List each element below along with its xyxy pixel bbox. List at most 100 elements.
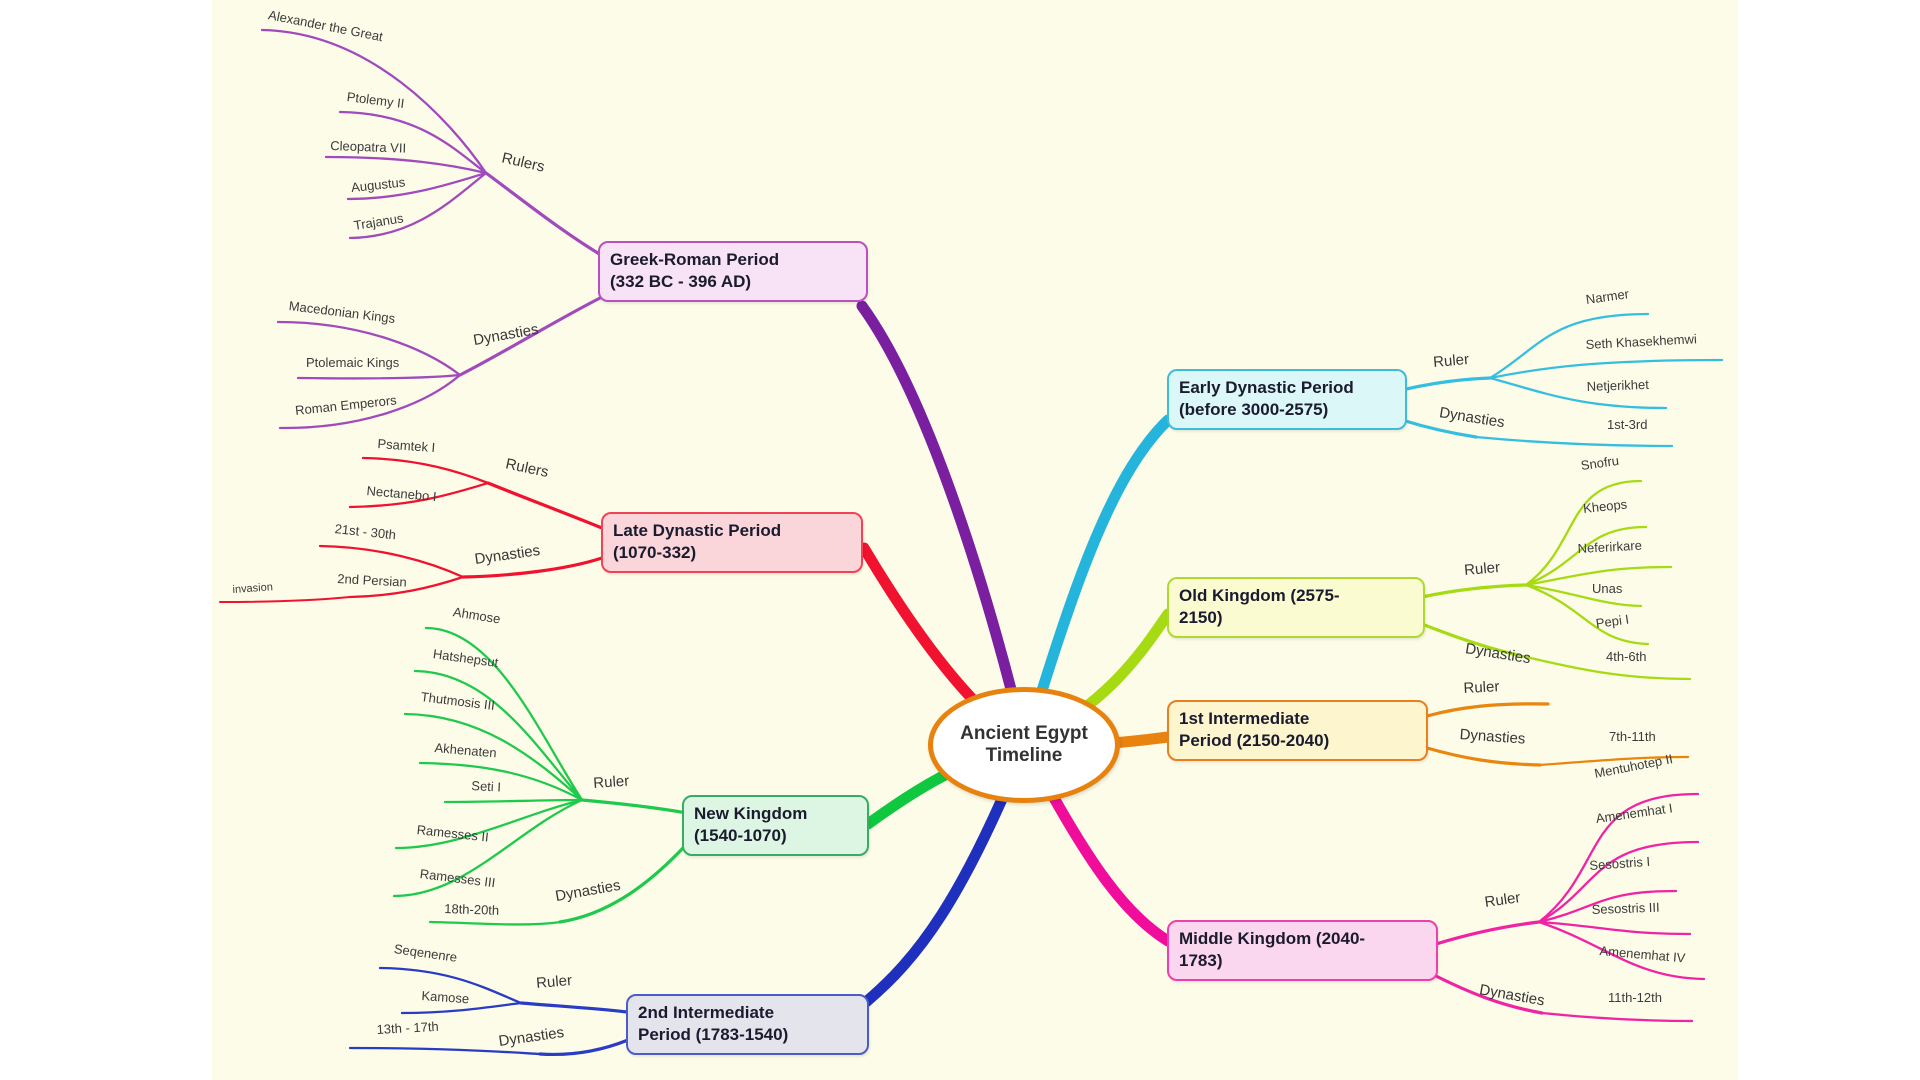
period-box-line: (1070-332) [613,543,697,563]
period-box-line: 2150) [1179,608,1223,628]
period-box-early-dynastic[interactable]: Early Dynastic Period (before 3000-2575) [1167,369,1407,430]
dynasty-item[interactable]: 18th-20th [444,901,500,918]
period-box-middle-kingdom[interactable]: Middle Kingdom (2040- 1783) [1167,920,1438,981]
branch-late-dynastic-connectors [219,456,1031,751]
leaf-connector [276,320,462,377]
leaf-connector [1537,889,1678,924]
ruler-item[interactable]: Netjerikhet [1586,376,1650,395]
new-kingdom-ruler-label[interactable]: Ruler [592,772,630,793]
dynasty-item[interactable]: 7th-11th [1609,729,1656,744]
group-connector [1420,622,1520,657]
period-box-line: 2nd Intermediate [638,1003,775,1022]
period-box-line: Late Dynastic Period [613,521,782,540]
ruler-item[interactable]: Seti I [471,778,502,795]
group-connector [580,798,683,814]
period-box-new-kingdom[interactable]: New Kingdom(1540-1070) [682,795,869,856]
leaf-connector [424,626,584,802]
leaf-connector [348,575,465,599]
group-connector [484,171,608,260]
leaf-connector [418,761,584,802]
group-connector [486,481,604,530]
group-connector [1400,418,1478,439]
group-connector [1425,702,1550,718]
leaf-connector [348,171,488,240]
leaf-connector [1488,358,1724,380]
leaf-connector [338,110,488,175]
group-connector [1434,920,1541,946]
dynasty-item[interactable]: 1st-3rd [1607,417,1648,432]
period-box-line: Middle Kingdom (2040- [1179,929,1366,948]
dynasty-item[interactable]: Ptolemaic Kings [306,355,400,370]
period-box-greek-roman[interactable]: Greek-Roman Period (332 BC - 396 AD) [598,241,868,302]
leaf-connector [1488,312,1650,380]
group-connector [1420,583,1528,599]
leaf-connector [1537,792,1700,924]
period-box-late-dynastic[interactable]: Late Dynastic Period (1070-332) [601,512,863,573]
group-connector [538,1038,630,1057]
leaf-connector [348,481,490,509]
dynasty-item[interactable]: 4th-6th [1606,649,1647,664]
branch-new-kingdom-connectors [392,626,1031,926]
leaf-connector [361,456,490,485]
group-connector [558,846,685,924]
leaf-connector [1537,840,1700,924]
leaf-connector [1488,376,1668,410]
leaf-connector [348,1046,542,1056]
leaf-connector [219,596,351,603]
leaf-connector [1474,435,1674,448]
leaf-connector [1524,479,1643,587]
trunk-connector [856,300,1031,751]
leaf-connector [413,669,584,802]
period-box-old-kingdom[interactable]: Old Kingdom (2575- 2150) [1167,577,1425,638]
central-topic-line2: Timeline [985,745,1063,766]
leaf-connector [346,171,488,201]
2nd-intermediate-ruler-label[interactable]: Ruler [535,971,573,993]
leaf-connector [403,712,584,802]
central-topic-line1: Ancient Egypt [960,723,1088,744]
central-topic[interactable]: Ancient Egypt Timeline [928,687,1120,803]
period-box-line: 1st Intermediate [1179,709,1310,728]
leaf-connector [443,798,584,804]
period-box-line: 1783) [1179,951,1223,971]
leaf-connector [1524,583,1650,646]
leaf-connector [318,544,465,579]
branch-greek-roman-connectors [260,28,1031,751]
dynasty-item[interactable]: 11th-12th [1608,990,1662,1005]
old-kingdom-ruler-label[interactable]: Ruler [1463,558,1501,580]
leaf-connector [296,373,462,380]
group-connector [1425,746,1542,767]
period-box-line: New Kingdom [694,804,808,823]
period-box-line: Greek-Roman Period [610,250,780,269]
leaf-connector [1524,583,1643,608]
leaf-connector [428,920,562,926]
1st-intermediate-ruler-label[interactable]: Ruler [1463,678,1500,698]
group-connector [1400,376,1492,392]
period-box-line: Period (2150-2040) [1179,731,1330,751]
period-box-line: (332 BC - 396 AD) [610,272,752,292]
group-connector [458,294,606,377]
early-dynastic-ruler-label[interactable]: Ruler [1432,350,1470,372]
period-box-line: Old Kingdom (2575- [1179,586,1340,605]
ruler-item[interactable]: Sesostris III [1591,899,1660,918]
ruler-item[interactable]: Unas [1592,581,1623,596]
leaf-connector [260,28,488,175]
group-connector [1434,974,1544,1015]
ruler-item[interactable]: Cleopatra VII [330,138,407,156]
period-box-line: Early Dynastic Period [1179,378,1354,397]
leaf-connector [1524,565,1673,587]
group-connector [519,1001,629,1014]
period-box-line: Period (1783-1540) [638,1025,789,1045]
group-connector [461,556,604,579]
period-box-line: (before 3000-2575) [1179,400,1329,420]
leaf-connector [324,155,488,175]
leaf-connector [1538,755,1690,767]
leaf-connector [394,798,584,850]
leaf-connector [1540,1011,1694,1023]
leaf-connector [378,966,523,1005]
leaf-connector [1537,920,1692,936]
leaf-connector [278,373,462,430]
